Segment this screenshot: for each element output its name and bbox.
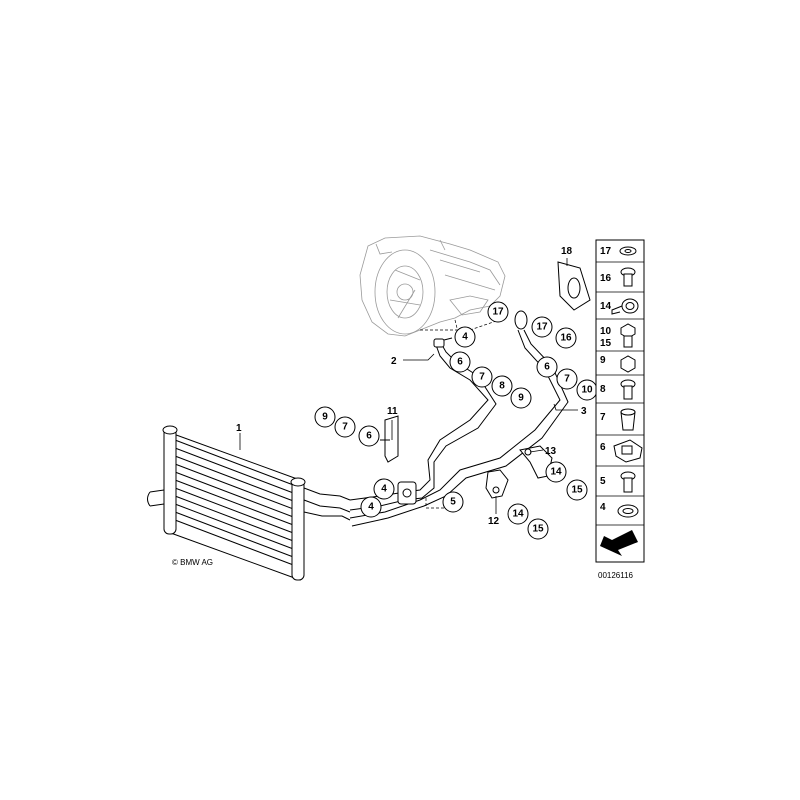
panel-num-16: 16 [600, 273, 612, 284]
parts-panel: 17 16 14 10 15 9 8 7 6 5 4 [595, 239, 645, 563]
svg-text:17: 17 [536, 322, 548, 333]
svg-text:9: 9 [518, 393, 524, 404]
svg-text:6: 6 [544, 362, 550, 373]
svg-text:15: 15 [532, 524, 544, 535]
callout-4: 4 [360, 496, 382, 518]
svg-text:10: 10 [581, 385, 593, 396]
callout-10: 10 [576, 379, 598, 401]
hex-bolt-icon [620, 323, 636, 348]
panel-num-17: 17 [600, 246, 612, 257]
panel-num-5: 5 [600, 476, 606, 487]
callout-14: 14 [545, 461, 567, 483]
label-11: 11 [387, 406, 398, 417]
label-13: 13 [545, 446, 557, 457]
label-18: 18 [561, 246, 573, 257]
callout-15: 15 [566, 479, 588, 501]
svg-text:7: 7 [564, 374, 570, 385]
panel-num-7: 7 [600, 412, 606, 423]
callout-9: 9 [510, 387, 532, 409]
panel-num-9: 9 [600, 355, 606, 366]
brackets [380, 261, 591, 499]
svg-text:7: 7 [479, 372, 485, 383]
panel-num-10: 10 [600, 326, 612, 337]
callout-9: 9 [314, 406, 336, 428]
svg-text:4: 4 [462, 332, 468, 343]
svg-text:9: 9 [322, 412, 328, 423]
callout-15: 15 [527, 518, 549, 540]
copyright: © BMW AG [172, 558, 213, 567]
arrow-icon [600, 530, 638, 556]
hose-clamp-icon [611, 298, 639, 315]
label-2: 2 [391, 356, 397, 367]
callout-17: 17 [487, 301, 509, 323]
sleeve-icon [620, 408, 636, 431]
flange-bolt-icon [620, 471, 636, 493]
svg-text:14: 14 [512, 509, 524, 520]
svg-text:8: 8 [499, 381, 505, 392]
callout-6: 6 [358, 425, 380, 447]
callout-4: 4 [373, 478, 395, 500]
callout-7: 7 [471, 366, 493, 388]
callout-17: 17 [531, 316, 553, 338]
callouts: 17 17 16 4 6 7 8 9 6 7 10 9 7 6 4 4 5 14… [314, 301, 598, 540]
svg-text:4: 4 [368, 502, 374, 513]
callout-14: 14 [507, 503, 529, 525]
label-12: 12 [488, 516, 500, 527]
svg-text:15: 15 [571, 485, 583, 496]
leader-lines [239, 258, 578, 514]
svg-text:16: 16 [560, 333, 572, 344]
panel-num-8: 8 [600, 384, 606, 395]
o-ring-icon [617, 504, 639, 518]
diagram-id: 00126116 [598, 571, 634, 580]
callout-8: 8 [491, 375, 513, 397]
nut-icon [620, 355, 636, 373]
panel-num-6: 6 [600, 442, 606, 453]
oil-cooler [147, 425, 351, 581]
label-1: 1 [236, 423, 242, 434]
callout-7: 7 [334, 416, 356, 438]
svg-text:6: 6 [366, 431, 372, 442]
callout-5: 5 [442, 491, 464, 513]
bolt-icon [620, 267, 636, 287]
callout-6: 6 [449, 351, 471, 373]
callout-7: 7 [556, 368, 578, 390]
callout-6: 6 [536, 356, 558, 378]
svg-text:6: 6 [457, 357, 463, 368]
svg-text:4: 4 [381, 484, 387, 495]
transmission-ghost-illustration [359, 235, 506, 341]
svg-text:5: 5 [450, 497, 456, 508]
callout-4: 4 [454, 326, 476, 348]
callout-16: 16 [555, 327, 577, 349]
svg-text:14: 14 [550, 467, 562, 478]
copyright-text: © BMW AG [172, 558, 213, 567]
screw-icon [620, 379, 636, 400]
svg-text:17: 17 [492, 307, 504, 318]
clip-icon [613, 439, 643, 463]
panel-num-14: 14 [600, 301, 612, 312]
panel-num-4: 4 [600, 502, 606, 513]
plain-labels: 1 2 3 11 12 13 18 [236, 246, 587, 527]
panel-num-15: 15 [600, 338, 612, 349]
label-3: 3 [581, 406, 587, 417]
svg-text:7: 7 [342, 422, 348, 433]
washer-icon [619, 246, 637, 256]
